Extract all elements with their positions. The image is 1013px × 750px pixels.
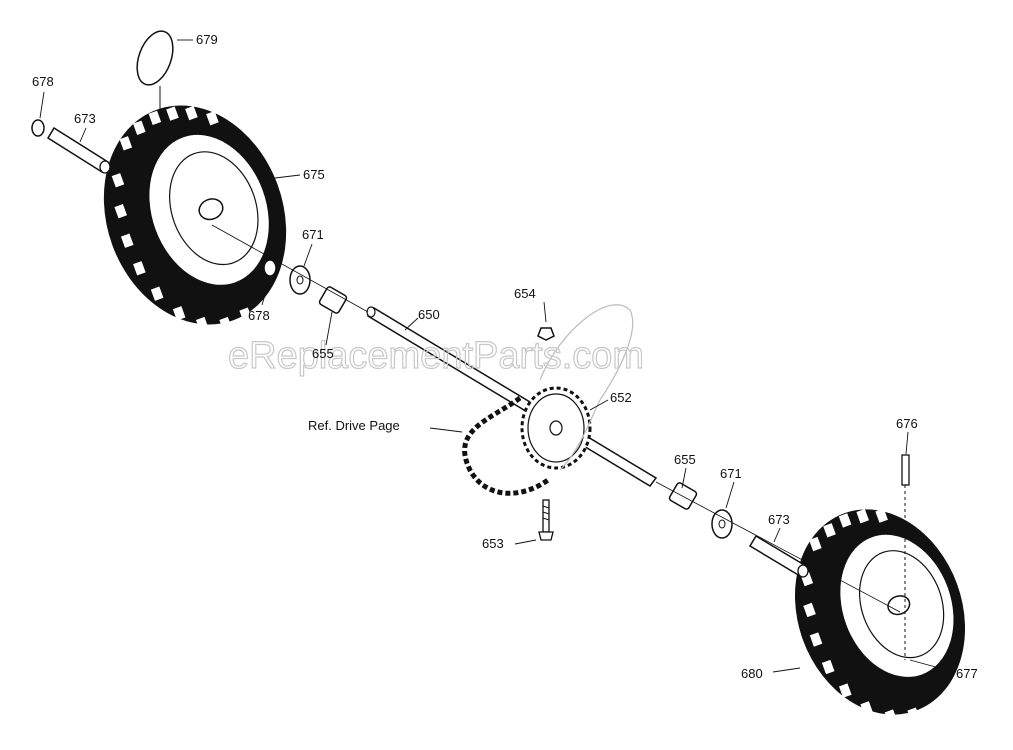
label-650: 650 (418, 307, 440, 322)
label-673-left: 673 (74, 111, 96, 126)
bolt-654 (537, 327, 555, 341)
watermark: eReplacementParts.com (228, 335, 644, 377)
right-wheel (794, 508, 966, 724)
label-675: 675 (303, 167, 325, 182)
label-679: 679 (196, 32, 218, 47)
label-673-right: 673 (768, 512, 790, 527)
label-680: 680 (741, 666, 763, 681)
label-676: 676 (896, 416, 918, 431)
sprocket (520, 386, 592, 470)
left-wheel (103, 105, 287, 332)
label-652: 652 (610, 390, 632, 405)
label-671-left: 671 (302, 227, 324, 242)
drive-chain (462, 395, 550, 496)
right-hub-parts (655, 481, 901, 613)
label-655-left: 655 (312, 346, 334, 361)
bolt-676 (901, 454, 910, 660)
label-678-bottom: 678 (248, 308, 270, 323)
bolt-653 (538, 499, 554, 541)
part-labels: 679 678 673 675 671 678 655 654 650 652 … (32, 32, 978, 681)
label-655-right: 655 (674, 452, 696, 467)
label-654: 654 (514, 286, 536, 301)
label-671-right: 671 (720, 466, 742, 481)
label-653: 653 (482, 536, 504, 551)
label-677: 677 (956, 666, 978, 681)
leader-lines (39, 39, 955, 673)
label-678-top: 678 (32, 74, 54, 89)
left-hub-parts (31, 30, 369, 314)
housing-outline (539, 304, 634, 471)
label-ref-drive-page: Ref. Drive Page (308, 418, 400, 433)
